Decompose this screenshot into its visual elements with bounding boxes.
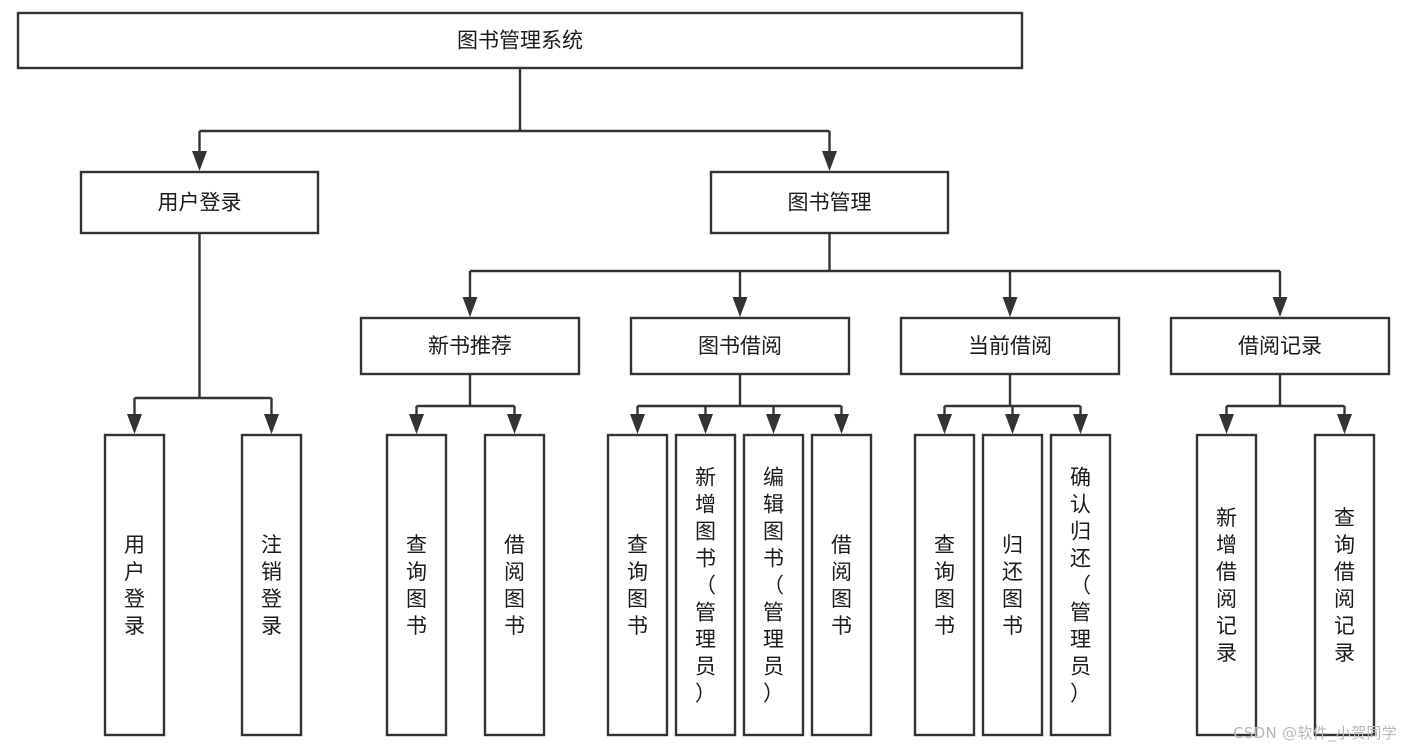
arrow-head-icon: [698, 414, 713, 434]
node-leaf-borrow-book[interactable]: 借阅图书: [810, 433, 873, 737]
nodes-layer: 图书管理系统用户登录图书管理新书推荐图书借阅当前借阅借阅记录用户登录注销登录查询…: [16, 11, 1391, 737]
node-label: 借阅图书: [504, 533, 525, 638]
node-label: 归还图书: [1002, 533, 1023, 638]
arrow-head-icon: [766, 414, 781, 434]
node-leaf-query-book-cur[interactable]: 查询图书: [913, 433, 976, 737]
arrow-head-icon: [834, 414, 849, 434]
node-root[interactable]: 图书管理系统: [16, 11, 1024, 70]
node-box[interactable]: [79, 170, 320, 235]
node-leaf-return-book[interactable]: 归还图书: [981, 433, 1044, 737]
arrow-head-icon: [1337, 414, 1352, 434]
node-label: 当前借阅: [968, 334, 1052, 358]
connector-group: [937, 374, 1088, 434]
node-user-login[interactable]: 用户登录: [79, 170, 320, 235]
arrow-head-icon: [822, 151, 837, 171]
node-box[interactable]: [1169, 316, 1391, 376]
node-label: 编辑图书（管理员）: [763, 466, 784, 706]
node-box[interactable]: [1049, 433, 1112, 737]
node-box[interactable]: [674, 433, 737, 737]
node-label: 借阅图书: [831, 533, 852, 638]
node-box[interactable]: [709, 170, 950, 235]
node-leaf-edit-book-admin[interactable]: 编辑图书（管理员）: [742, 433, 805, 737]
node-leaf-user-login[interactable]: 用户登录: [103, 433, 166, 737]
arrow-head-icon: [409, 414, 424, 434]
node-box[interactable]: [483, 433, 546, 737]
node-current-borrow[interactable]: 当前借阅: [899, 316, 1121, 376]
arrow-head-icon: [1219, 414, 1234, 434]
node-book-borrow[interactable]: 图书借阅: [629, 316, 851, 376]
node-new-book-recommend[interactable]: 新书推荐: [359, 316, 581, 376]
node-label: 查询图书: [627, 533, 648, 638]
node-label: 用户登录: [158, 191, 242, 215]
node-box[interactable]: [240, 433, 303, 737]
node-label: 确认归还（管理员）: [1070, 466, 1091, 706]
node-box[interactable]: [742, 433, 805, 737]
node-label: 查询图书: [934, 533, 955, 638]
node-leaf-confirm-return-admin[interactable]: 确认归还（管理员）: [1049, 433, 1112, 737]
node-label: 新增借阅记录: [1216, 506, 1237, 665]
node-leaf-add-book-admin[interactable]: 新增图书（管理员）: [674, 433, 737, 737]
arrow-head-icon: [937, 414, 952, 434]
node-label: 借阅记录: [1238, 334, 1322, 358]
arrow-head-icon: [1272, 297, 1288, 317]
connector-group: [192, 68, 837, 171]
node-label: 用户登录: [124, 533, 145, 638]
node-box[interactable]: [103, 433, 166, 737]
node-borrow-record[interactable]: 借阅记录: [1169, 316, 1391, 376]
node-box[interactable]: [606, 433, 669, 737]
node-box[interactable]: [981, 433, 1044, 737]
connector-group: [1219, 374, 1352, 434]
arrow-head-icon: [507, 414, 522, 434]
arrow-head-icon: [1005, 414, 1020, 434]
arrow-head-icon: [1002, 297, 1018, 317]
arrow-head-icon: [462, 297, 478, 317]
node-leaf-borrow-book-rec[interactable]: 借阅图书: [483, 433, 546, 737]
connectors-layer: [127, 68, 1352, 434]
node-box[interactable]: [359, 316, 581, 376]
node-box[interactable]: [1313, 433, 1376, 737]
node-label: 查询借阅记录: [1334, 506, 1355, 665]
node-leaf-query-book-borrow[interactable]: 查询图书: [606, 433, 669, 737]
node-label: 新增图书（管理员）: [695, 466, 716, 706]
arrow-head-icon: [630, 414, 645, 434]
node-label: 图书借阅: [698, 334, 782, 358]
node-leaf-user-logout[interactable]: 注销登录: [240, 433, 303, 737]
node-label: 注销登录: [261, 533, 282, 638]
node-label: 图书管理: [788, 191, 872, 215]
node-box[interactable]: [810, 433, 873, 737]
connector-group: [127, 233, 279, 434]
arrow-head-icon: [1073, 414, 1088, 434]
node-label: 图书管理系统: [457, 29, 583, 53]
arrow-head-icon: [732, 297, 748, 317]
node-leaf-query-book-rec[interactable]: 查询图书: [385, 433, 448, 737]
arrow-head-icon: [192, 151, 207, 171]
node-box[interactable]: [16, 11, 1024, 70]
node-box[interactable]: [385, 433, 448, 737]
connector-group: [409, 374, 522, 434]
node-leaf-add-borrow-record[interactable]: 新增借阅记录: [1195, 433, 1258, 737]
node-box[interactable]: [913, 433, 976, 737]
node-book-manage[interactable]: 图书管理: [709, 170, 950, 235]
node-box[interactable]: [899, 316, 1121, 376]
arrow-head-icon: [264, 414, 279, 434]
arrow-head-icon: [127, 414, 142, 434]
node-box[interactable]: [1195, 433, 1258, 737]
node-box[interactable]: [629, 316, 851, 376]
node-label: 新书推荐: [428, 334, 512, 358]
node-leaf-query-borrow-record[interactable]: 查询借阅记录: [1313, 433, 1376, 737]
connector-group: [630, 374, 849, 434]
connector-group: [462, 233, 1288, 317]
node-label: 查询图书: [406, 533, 427, 638]
